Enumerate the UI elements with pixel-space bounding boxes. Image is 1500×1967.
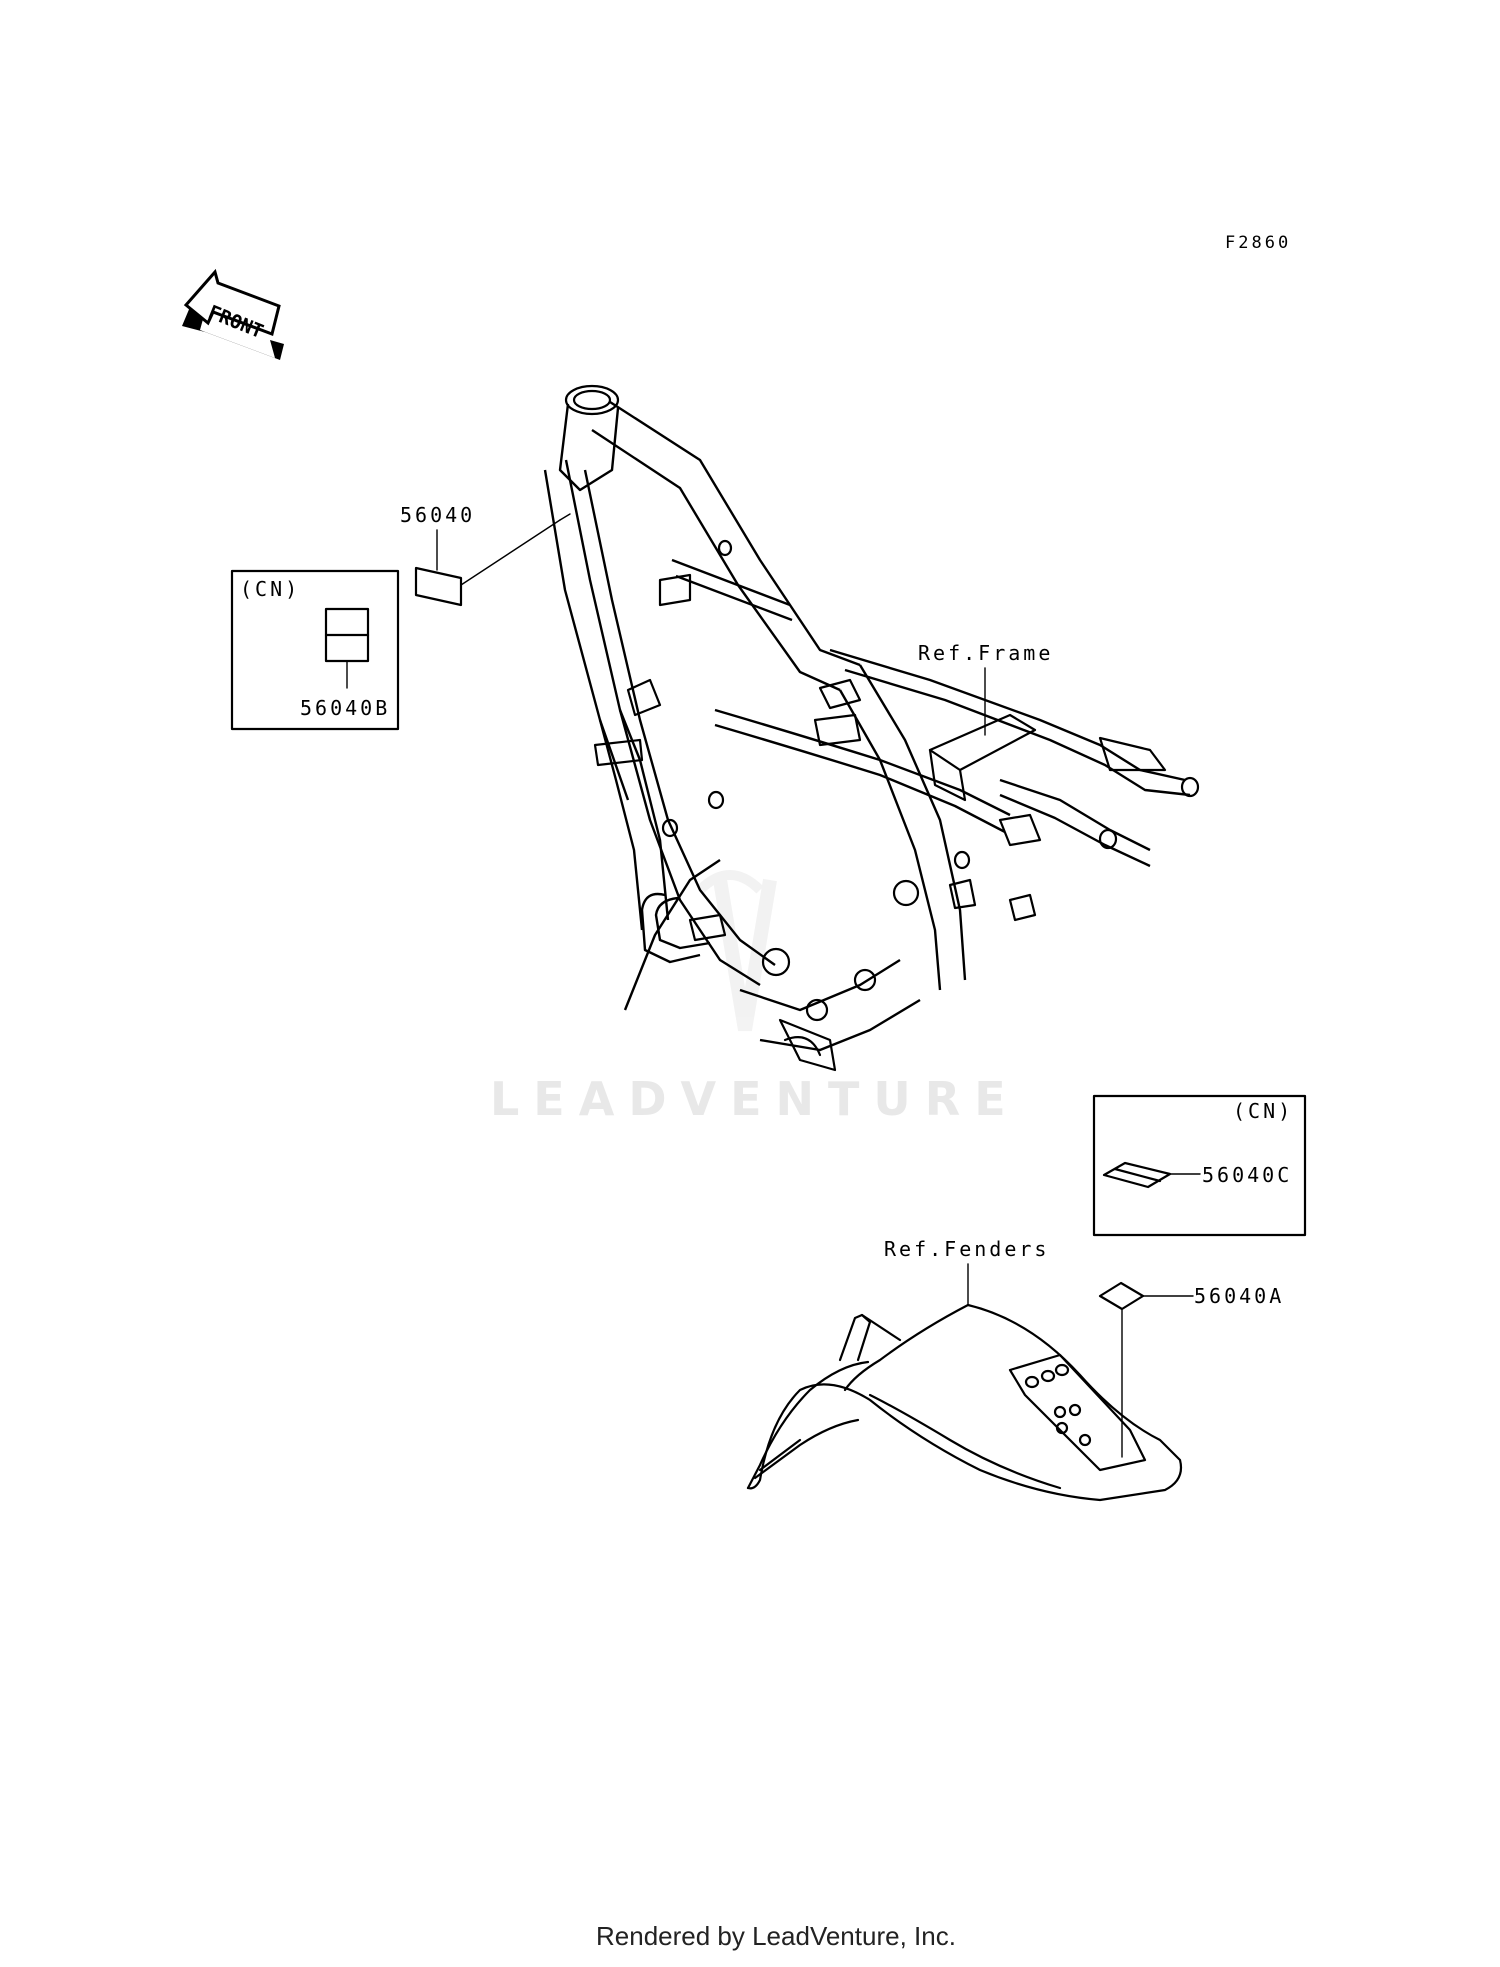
diagram-code: F2860 [1225, 233, 1291, 253]
part-number-56040b[interactable]: 56040B [300, 696, 390, 720]
ref-fenders-label[interactable]: Ref.Fenders [884, 1237, 1049, 1261]
part-56040b-decal [324, 607, 370, 689]
ref-frame-label[interactable]: Ref.Frame [918, 641, 1053, 665]
part-56040c-decal [1102, 1161, 1201, 1189]
front-arrow-icon: FRONT [182, 268, 284, 360]
part-number-56040c[interactable]: 56040C [1202, 1163, 1292, 1187]
rear-fender-drawing [746, 1303, 1183, 1502]
part-56040-decal [414, 513, 571, 607]
watermark-text: LEADVENTURE [490, 1072, 1020, 1126]
cn-box-left: (CN) 56040B [230, 569, 400, 731]
frame-drawing [543, 384, 1200, 1072]
cn-box-right: (CN) 56040C [1092, 1094, 1307, 1237]
watermark-logo [696, 870, 777, 1032]
part-number-56040a[interactable]: 56040A [1194, 1284, 1284, 1308]
part-56040a-decal [1098, 1281, 1194, 1458]
cn-box-left-label: (CN) [240, 577, 300, 601]
cn-box-right-label: (CN) [1233, 1099, 1293, 1123]
part-number-56040[interactable]: 56040 [400, 503, 475, 527]
footer-credit: Rendered by LeadVenture, Inc. [596, 1921, 956, 1951]
